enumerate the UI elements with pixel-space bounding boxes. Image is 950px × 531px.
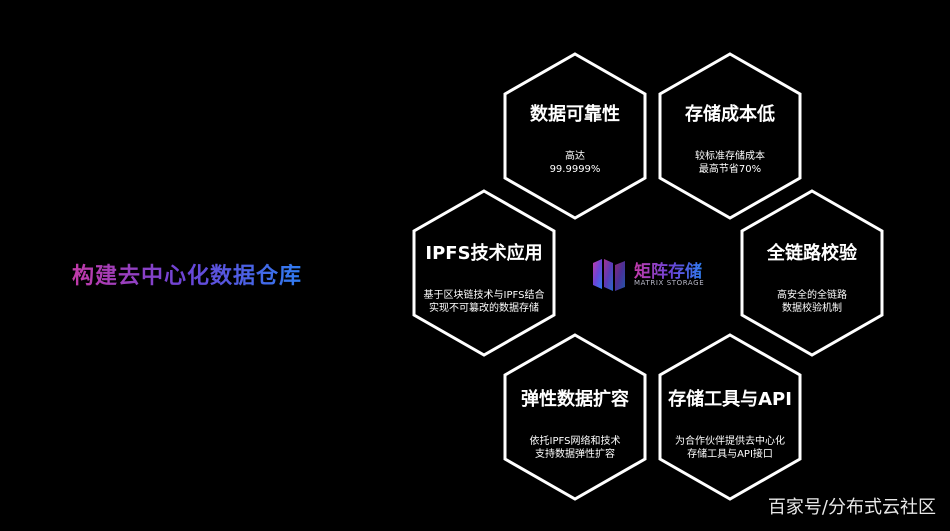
hex-desc-line: 存储工具与API接口 (687, 449, 773, 460)
hex-cost: 存储成本低 较标准存储成本 最高节省70% (655, 100, 805, 176)
hex-desc-line: 基于区块链技术与IPFS结合 (423, 290, 545, 301)
hex-title: 存储工具与API (668, 389, 792, 410)
hex-desc-line: 为合作伙伴提供去中心化 (675, 436, 785, 447)
hex-desc: 依托IPFS网络和技术 支持数据弹性扩容 (500, 435, 650, 461)
hex-api: 存储工具与API 为合作伙伴提供去中心化 存储工具与API接口 (655, 385, 805, 461)
hex-desc-line: 高安全的全链路 (777, 290, 847, 301)
hex-title: IPFS技术应用 (425, 243, 543, 264)
hex-outline-cost (658, 52, 802, 220)
hex-outline-ipfs (412, 189, 556, 357)
watermark: 百家号/分布式云社区 (767, 497, 936, 518)
hex-outline-api (658, 333, 802, 501)
hex-scaling: 弹性数据扩容 依托IPFS网络和技术 支持数据弹性扩容 (500, 385, 650, 461)
hex-outline-reliability (503, 52, 647, 220)
hex-desc: 为合作伙伴提供去中心化 存储工具与API接口 (655, 435, 805, 461)
hex-desc: 高达 99.9999% (500, 150, 650, 176)
hex-ipfs: IPFS技术应用 基于区块链技术与IPFS结合 实现不可篡改的数据存储 (409, 239, 559, 315)
hex-title: 全链路校验 (767, 243, 857, 264)
hex-outline-scaling (503, 333, 647, 501)
hex-desc: 高安全的全链路 数据校验机制 (737, 289, 887, 315)
logo-name: 矩阵存储 (634, 257, 702, 282)
hex-desc-line: 较标准存储成本 (695, 151, 765, 162)
hex-desc-line: 最高节省70% (698, 164, 762, 175)
hex-outline-verify (740, 189, 884, 357)
hex-desc: 基于区块链技术与IPFS结合 实现不可篡改的数据存储 (409, 289, 559, 315)
logo-mark-icon (593, 259, 625, 291)
hex-desc: 较标准存储成本 最高节省70% (655, 150, 805, 176)
hex-title: 存储成本低 (685, 104, 775, 125)
hex-desc-line: 99.9999% (549, 164, 601, 175)
matrix-storage-logo: 矩阵存储 MATRIX STORAGE (590, 255, 720, 295)
logo-subtitle: MATRIX STORAGE (634, 279, 705, 287)
hex-reliability: 数据可靠性 高达 99.9999% (500, 100, 650, 176)
hex-verify: 全链路校验 高安全的全链路 数据校验机制 (737, 239, 887, 315)
hex-desc-line: 支持数据弹性扩容 (535, 449, 615, 460)
hex-desc-line: 数据校验机制 (782, 303, 842, 314)
hex-desc-line: 依托IPFS网络和技术 (529, 436, 621, 447)
headline: 构建去中心化数据仓库 (72, 258, 302, 290)
hex-desc-line: 高达 (565, 151, 585, 162)
hex-desc-line: 实现不可篡改的数据存储 (429, 303, 539, 314)
hex-title: 数据可靠性 (530, 104, 620, 125)
hex-title: 弹性数据扩容 (521, 389, 629, 410)
